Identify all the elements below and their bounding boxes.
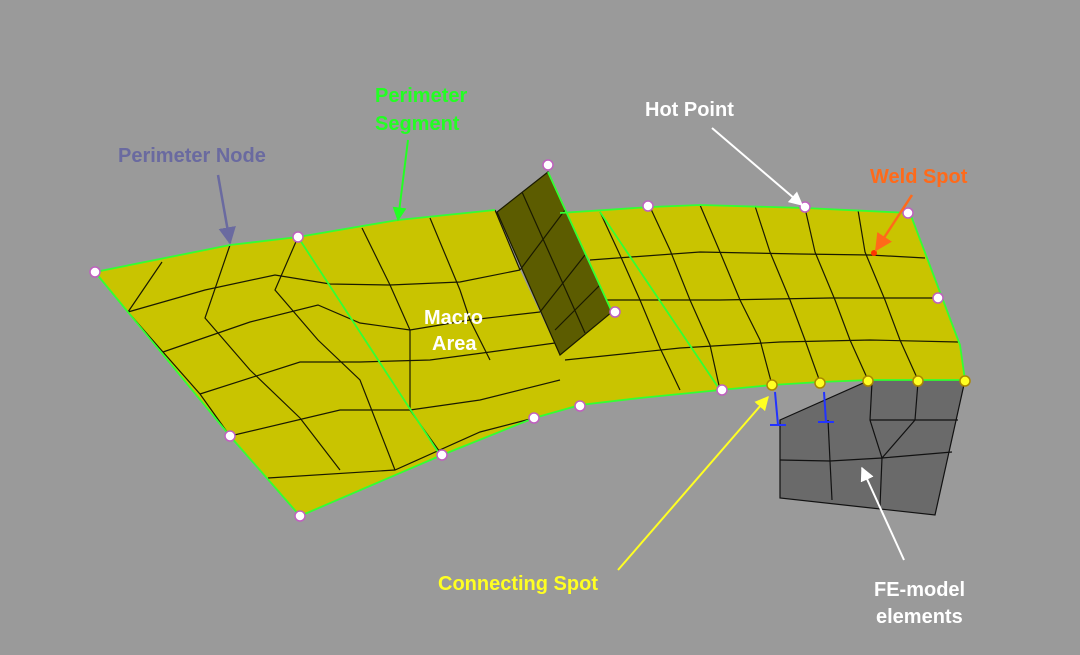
macro-area-label-line1: Macro — [424, 307, 483, 329]
fe-model-label-line2: elements — [876, 606, 963, 628]
connecting-spot-label: Connecting Spot — [438, 573, 598, 595]
macro-area-left-panel — [95, 209, 772, 516]
weld-spot-label: Weld Spot — [870, 166, 968, 188]
macro-area-right-panel — [560, 204, 965, 405]
fe-model-mesh — [779, 379, 966, 516]
perimeter-node-arrow — [216, 174, 236, 245]
connecting-spot-arrow — [617, 395, 769, 571]
macro-area-label-line2: Area — [432, 333, 477, 355]
perimeter-segment-arrow — [392, 139, 409, 222]
fe-model-label-line1: FE-model — [874, 579, 965, 601]
perimeter-node-label: Perimeter Node — [118, 145, 266, 167]
fe-model-arrow — [860, 466, 905, 561]
connecting-spots — [766, 375, 971, 426]
weld-spot-marker-icon — [871, 250, 877, 256]
perimeter-segment-label-line1: Perimeter — [375, 85, 467, 107]
perimeter-segment-label-line2: Segment — [375, 113, 460, 135]
weld-spot-arrow — [874, 194, 914, 252]
hot-point-label: Hot Point — [645, 99, 734, 121]
perimeter-nodes — [89, 159, 944, 522]
hot-point-arrow — [711, 127, 804, 206]
